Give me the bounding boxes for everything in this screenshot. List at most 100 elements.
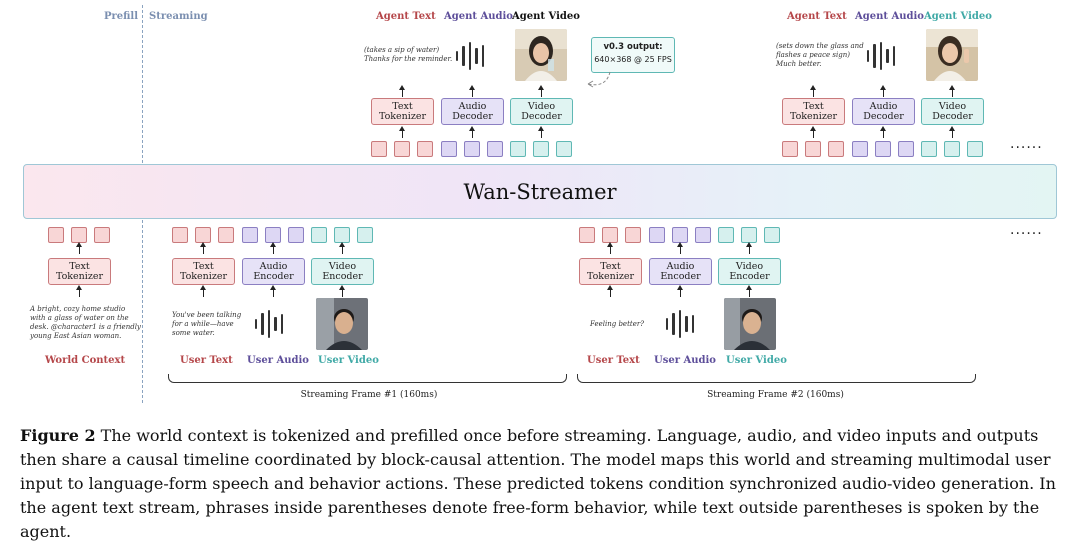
user-audio-waveform-2 [666,310,694,338]
arrow-up [677,285,683,297]
agent-video-frame-1 [515,29,567,81]
agent-audio-token [441,141,457,157]
arrow-up [607,285,613,297]
user-audio-label-1: User Audio [247,355,309,366]
user-text-token [625,227,641,243]
user-text-token [195,227,211,243]
arrow-up [746,242,752,254]
streaming-label: Streaming [149,11,208,22]
arrow-up [200,285,206,297]
arrow-up [746,285,752,297]
agent-audio-waveform-1 [456,42,484,70]
arrow-up [538,85,544,97]
user-text-token [579,227,595,243]
world-token [48,227,64,243]
agent-text-label-1: Agent Text [376,11,436,22]
arrow-up [399,126,405,138]
arrow-up [880,85,886,97]
arrow-up [880,126,886,138]
figure-caption: Figure 2 The world context is tokenized … [20,424,1065,544]
user-video-frame-2 [724,298,776,350]
agent-video-token [921,141,937,157]
continuation-ellipsis-top: ...... [1010,136,1043,152]
user-text-token [602,227,618,243]
agent-text-label-2: Agent Text [787,11,847,22]
user-video-label-1: User Video [318,355,379,366]
user-audio-waveform-1 [255,310,283,338]
arrow-up [607,242,613,254]
arrow-up [399,85,405,97]
arrow-up [469,126,475,138]
user-text-label-1: User Text [180,355,233,366]
user-video-frame-1 [316,298,368,350]
arrow-up [949,85,955,97]
frame-1-brace [168,374,567,383]
agent-text-token [371,141,387,157]
agent-text-2: (sets down the glass and flashes a peace… [776,42,864,68]
agent-video-token [944,141,960,157]
arrow-up [270,242,276,254]
arrow-up [810,126,816,138]
agent-video-label-1: Agent Video [512,11,580,22]
arrow-up [200,242,206,254]
user-video-token [334,227,350,243]
agent-audio-token [852,141,868,157]
user-audio-token [242,227,258,243]
model-title: Wan-Streamer [463,179,617,204]
arrow-up [339,242,345,254]
user-audio-label-2: User Audio [654,355,716,366]
agent-text-token [805,141,821,157]
agent-audio-token [875,141,891,157]
arrow-up [538,126,544,138]
agent-text-1: (takes a sip of water) Thanks for the re… [364,46,453,63]
user-audio-token [288,227,304,243]
user-audio-token [695,227,711,243]
prefill-label: Prefill [104,11,139,22]
user-audio-token [649,227,665,243]
agent-text-token [417,141,433,157]
arrow-up [469,85,475,97]
user-video-token [357,227,373,243]
figure-label: Figure 2 [20,426,96,445]
agent-audio-token [464,141,480,157]
arrow-up [270,285,276,297]
agent-video-token [556,141,572,157]
world-token [94,227,110,243]
agent-audio-token [898,141,914,157]
figure-caption-text: The world context is tokenized and prefi… [20,426,1056,541]
frame-1-label: Streaming Frame #1 (160ms) [300,390,438,400]
continuation-ellipsis-bottom: ...... [1010,222,1043,238]
agent-video-label-2: Agent Video [924,11,992,22]
frame-2-brace [577,374,976,383]
user-video-token [718,227,734,243]
agent-audio-label-1: Agent Audio [444,11,513,22]
user-video-label-2: User Video [726,355,787,366]
arrow-up [76,242,82,254]
agent-text-token [394,141,410,157]
agent-text-token [828,141,844,157]
agent-video-frame-2 [926,29,978,81]
user-audio-token [672,227,688,243]
agent-audio-label-2: Agent Audio [855,11,924,22]
agent-audio-token [487,141,503,157]
user-video-token [764,227,780,243]
user-text-2: Feeling better? [590,320,644,328]
user-text-label-2: User Text [587,355,640,366]
agent-video-token [533,141,549,157]
user-audio-token [265,227,281,243]
user-video-token [741,227,757,243]
agent-text-token [782,141,798,157]
user-text-token [172,227,188,243]
world-context-text: A bright, cozy home studio with a glass … [30,305,141,340]
arrow-up [810,85,816,97]
frame-2-label: Streaming Frame #2 (160ms) [707,390,844,400]
